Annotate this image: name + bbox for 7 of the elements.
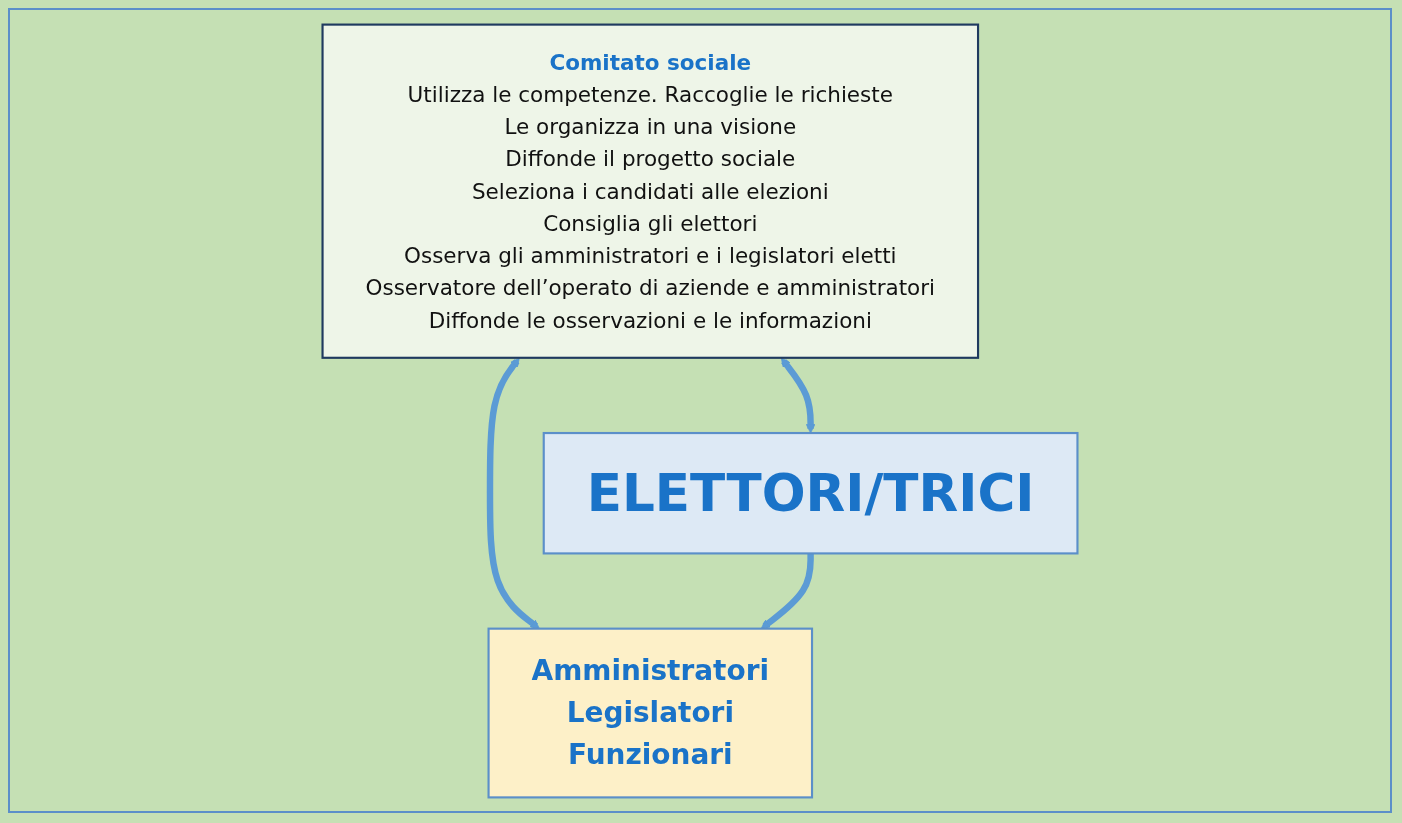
node-box xyxy=(542,431,1079,554)
node-box xyxy=(321,23,980,359)
arrow xyxy=(486,357,540,629)
node-box xyxy=(487,627,814,798)
arrow xyxy=(760,552,814,629)
arrow xyxy=(780,357,816,433)
diagram-background: Comitato sociale Utilizza le competenze. Raccoglie le richieste Le organizza in una visione Diffonde il progetto sociale Seleziona i candidati alle elezioni Consiglia gli elettori Osserva gli amministratori e i legislatori eletti Osservatore dell’operato di aziende e amministratori Diffonde le osservazioni e le informazioni ELETTORI/TRICI Amministratori Legislatori Funzionari xyxy=(8,8,1392,813)
